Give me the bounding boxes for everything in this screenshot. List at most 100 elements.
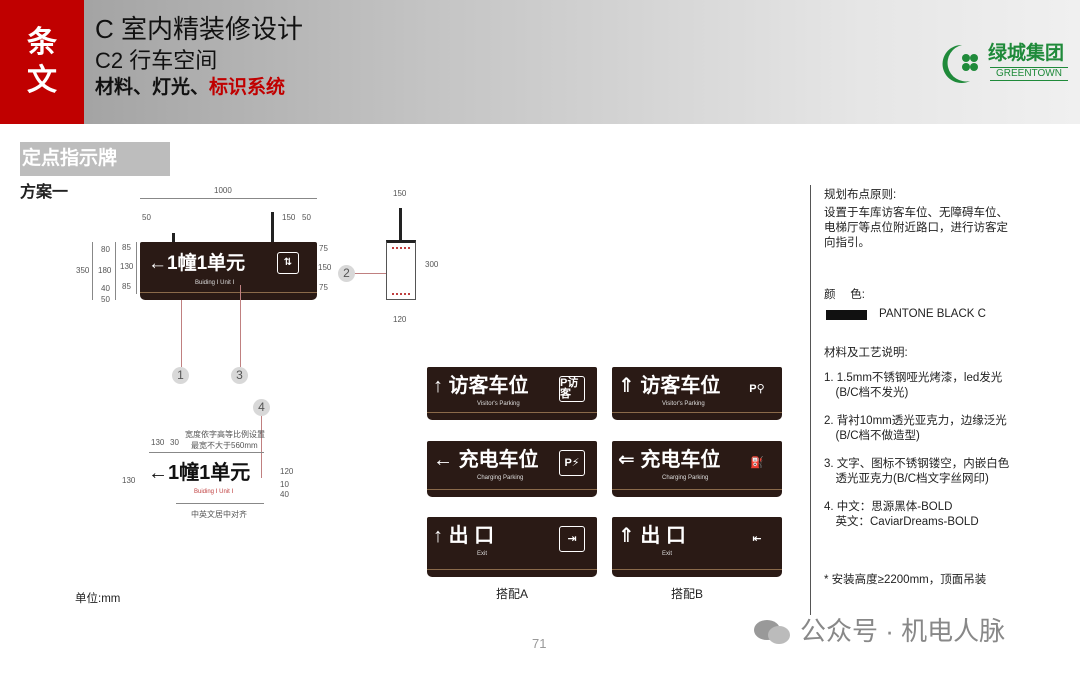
hanger-rod: [399, 208, 402, 240]
sign-edge: [612, 569, 782, 570]
arrow-icon: ⇑: [618, 375, 635, 397]
dim-line: [140, 198, 317, 199]
sign-text-en: Charging Parking: [662, 475, 709, 481]
wechat-icon: [752, 618, 792, 646]
leader-line: [181, 300, 182, 367]
dim-label: 80: [101, 245, 110, 254]
leader-line: [354, 273, 386, 274]
material-item: 4. 中文：思源黑体-BOLD: [824, 501, 953, 513]
sign-text-en: Exit: [477, 551, 488, 557]
sign-text: 充电车位: [640, 449, 721, 471]
sign-text: 出 口: [640, 525, 686, 547]
arrow-left-icon: ←: [148, 253, 167, 274]
sign-text: 出 口: [448, 525, 495, 547]
arrow-icon: ↑: [433, 375, 443, 397]
dim-label: 85: [122, 282, 131, 291]
plan-title: 方案一: [20, 184, 69, 201]
sign-text-en: Charging Parking: [477, 475, 524, 481]
dim-label: 1000: [214, 186, 232, 195]
tab-char: 文: [27, 64, 57, 97]
dim-note: 宽度依字高等比例设置: [185, 430, 265, 439]
dim-label: 180: [98, 266, 112, 275]
material-item: 1. 1.5mm不锈钢哑光烤漆，led发光: [824, 372, 1003, 384]
color-swatch: [826, 310, 867, 320]
sign-text-en: Visitor's Parking: [662, 401, 705, 407]
sign-text-en: Buiding Ⅰ Unit Ⅰ: [195, 280, 235, 286]
callout-2: 2: [338, 265, 355, 282]
sign-icon: ⇥: [559, 526, 585, 552]
logo-text-en: GREENTOWN: [990, 67, 1068, 81]
dim-label: 350: [76, 266, 90, 275]
layout-text: 设置于车库访客车位、无障碍车位、电梯厅等点位附近路口，进行访客定向指引。: [824, 207, 1008, 249]
dim-line: [176, 503, 264, 504]
dim-label: 50: [302, 213, 311, 222]
side-view: [386, 240, 416, 300]
material-item: 2. 背衬10mm透光亚克力，边缘泛光: [824, 415, 1007, 427]
dim-line: [92, 242, 93, 300]
tab-char: 条: [27, 26, 57, 59]
sign-edge: [427, 412, 597, 413]
dim-label: 150: [393, 189, 407, 198]
breadcrumb-plain: 材料、灯光、: [95, 77, 210, 98]
logo-text-cn: 绿城集团: [988, 43, 1065, 64]
directional-sign: ↑ 出 口 Exit ⇥: [427, 517, 597, 577]
hanger-rod: [172, 233, 175, 243]
arrow-icon: ↑: [433, 525, 443, 547]
dim-note: 中英文居中对齐: [191, 510, 247, 519]
header-band: [0, 0, 1080, 124]
section-tab: 条文: [0, 0, 84, 124]
detail-text-en: Buiding Ⅰ Unit Ⅰ: [194, 489, 234, 495]
material-item: (B/C档不发光): [824, 387, 909, 399]
dim-label: 30: [170, 438, 179, 447]
dim-label: 75: [319, 244, 328, 253]
dim-label: 40: [280, 490, 289, 499]
sign-icon: P⚲: [749, 382, 765, 395]
dim-label: 150: [318, 263, 332, 272]
page-number: 71: [532, 636, 547, 651]
sign-icon: ⇤: [752, 532, 762, 545]
color-name: PANTONE BLACK C: [879, 308, 986, 320]
hanger-rod: [271, 212, 274, 243]
dim-line: [136, 242, 137, 294]
dim-label: 50: [142, 213, 151, 222]
directional-sign: ← 充电车位 Charging Parking P⚡: [427, 441, 597, 497]
dim-label: 50: [101, 295, 110, 304]
color-title: 颜 色:: [824, 289, 865, 301]
material-item: 英文：CaviarDreams-BOLD: [824, 516, 979, 528]
leader-line: [240, 285, 241, 367]
material-title: 材料及工艺说明:: [824, 347, 908, 359]
arrow-left-icon: ←: [148, 462, 168, 484]
callout-1: 1: [172, 367, 189, 384]
detail-text: 1幢1单元: [168, 462, 251, 484]
dim-label: 10: [280, 480, 289, 489]
dim-label: 120: [393, 315, 407, 324]
dim-label: 40: [101, 284, 110, 293]
sign-text-en: Visitor's Parking: [477, 401, 520, 407]
dim-line: [115, 242, 116, 300]
dim-label: 130: [151, 438, 165, 447]
sign-text: 充电车位: [458, 449, 539, 471]
material-item: 3. 文字、图标不锈钢镂空，内嵌白色: [824, 458, 1010, 470]
combo-b-label: 搭配B: [671, 587, 704, 601]
arrow-icon: ⇑: [618, 525, 635, 547]
unit-label: 单位:mm: [75, 593, 121, 605]
main-sign: ←1幢1单元 Buiding Ⅰ Unit Ⅰ ⇅: [140, 242, 317, 300]
sign-text-en: Exit: [662, 551, 673, 557]
material-item: (B/C档不做造型): [824, 430, 920, 442]
callout-4: 4: [253, 399, 270, 416]
elevator-icon: ⇅: [277, 252, 299, 274]
install-note: * 安装高度≥2200mm，顶面吊装: [824, 574, 987, 586]
dim-label: 150: [282, 213, 296, 222]
watermark: 公众号 · 机电人脉: [800, 616, 1006, 646]
sign-edge: [427, 489, 597, 490]
dim-label: 120: [280, 467, 294, 476]
sign-icon: P⚡: [559, 450, 585, 476]
combo-a-label: 搭配A: [496, 587, 529, 601]
page-subtitle: C2 行车空间: [95, 48, 218, 73]
sign-edge: [140, 292, 317, 293]
arrow-icon: ←: [433, 449, 453, 471]
breadcrumb: 材料、灯光、标识系统: [95, 77, 285, 99]
sign-text: 访客车位: [640, 375, 721, 397]
dim-label: 300: [425, 260, 439, 269]
leader-line: [261, 408, 262, 478]
